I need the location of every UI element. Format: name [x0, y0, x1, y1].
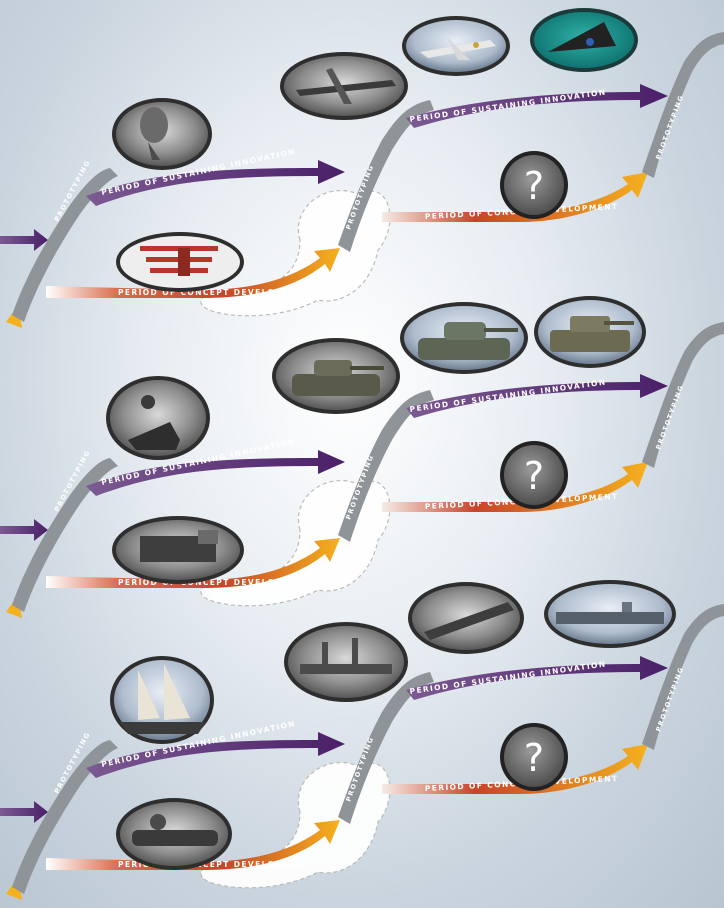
unknown-future-circle: ?: [500, 723, 568, 791]
photo-sailing-ship: [110, 656, 214, 744]
unknown-future-circle: ?: [500, 151, 568, 219]
photo-sherman-tank: [272, 338, 400, 414]
row-naval: PROTOTYPING PERIOD OF SUSTAINING INNOVAT…: [0, 580, 724, 900]
sustaining-label-2: PERIOD OF SUSTAINING INNOVATION: [409, 87, 607, 124]
unknown-future-circle: ?: [500, 441, 568, 509]
photo-ironclad: [116, 798, 232, 870]
photo-horse-cavalry: [106, 376, 210, 460]
photo-f86-sabre: [402, 16, 510, 76]
incoming-arrow: [0, 519, 48, 541]
photo-early-carrier: [408, 582, 524, 654]
photo-balloon: [112, 98, 212, 170]
photo-patton-tank: [400, 302, 528, 374]
photo-nuclear-carrier: [544, 580, 676, 648]
sustaining-label-2: PERIOD OF SUSTAINING INNOVATION: [409, 659, 607, 696]
unknown-mark: ?: [524, 164, 544, 208]
incoming-arrow: [0, 801, 48, 823]
row-armor: PROTOTYPING PERIOD OF SUSTAINING INNOVAT…: [0, 296, 724, 618]
unknown-mark: ?: [524, 736, 544, 780]
photo-early-armored-car: [112, 516, 244, 584]
row-aviation: PROTOTYPING PERIOD OF SUSTAINING INNOVAT…: [0, 8, 724, 328]
photo-abrams-tank: [534, 296, 646, 368]
photo-f117-stealth: [530, 8, 638, 72]
concept-label: PERIOD OF CONCEPT DEVELOPMENT: [118, 288, 312, 297]
photo-battleship: [284, 622, 408, 702]
photo-p51-mustang: [280, 52, 408, 120]
unknown-mark: ?: [524, 454, 544, 498]
sustaining-label-2: PERIOD OF SUSTAINING INNOVATION: [409, 377, 607, 414]
incoming-arrow: [0, 229, 48, 251]
photo-fokker-triplane: [116, 232, 244, 292]
